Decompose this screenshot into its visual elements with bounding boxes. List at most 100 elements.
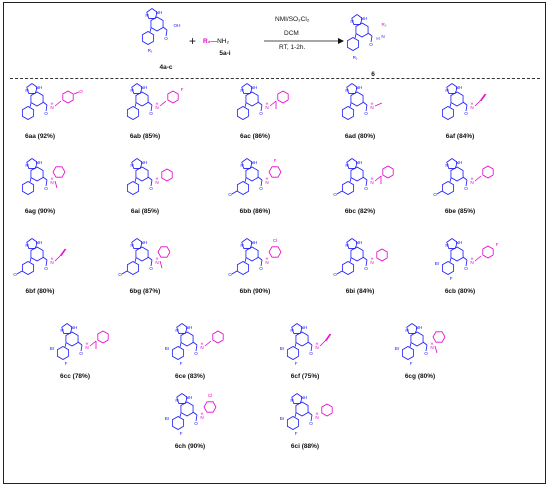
carbonyl-o-label: O [464,111,468,116]
methoxy-o-label: O [228,192,232,197]
amide-n-label: N [50,180,53,185]
amide-h-label: H [51,257,54,261]
bromo-label: Br [165,346,170,351]
carbonyl-o-label: O [309,351,313,356]
carbonyl-o-label: O [464,266,468,271]
n-label: N [240,243,243,248]
methoxy-o-label: O [433,192,437,197]
benzyl-ch2 [89,340,97,347]
carbonyl-double-bond [150,104,153,112]
n-label: N [345,88,348,93]
pyrimidine-ring [180,401,194,417]
triazole-ring [446,83,458,94]
aryl-ring [441,181,455,195]
product-label-6cc: 6cc (78%) [60,373,90,380]
ethyl-bond [159,260,163,269]
amide-h-label: H [471,257,474,261]
para-halogen-label: Cl [208,393,212,398]
para-halogen-label: F [274,158,277,163]
carbonyl-o-label: O [369,42,373,47]
aryl-ring [236,261,250,275]
product-label-6ci: 6ci (88%) [290,443,320,450]
methoxy-bond [336,270,343,275]
aryl-ring [141,31,155,45]
carbonyl-o-label: O [194,421,198,426]
ethyl-bond [54,180,58,189]
aryl-ring [286,346,300,360]
nh-label: NH [456,85,463,90]
amide-h-label: H [316,412,319,416]
carbonyl-bond [147,176,153,181]
pyrimidine-ring [150,16,164,32]
benzyl-ring [97,330,109,344]
amide-h-label: H [51,102,54,106]
nh-label: NH [251,240,258,245]
amide-h-label: H [156,102,159,106]
triazole-ring [291,393,303,404]
amide-n-label: N [470,260,473,265]
product-label-6be: 6be (85%) [444,208,476,215]
reaction-arrow [264,38,344,44]
carbonyl-o-label: O [309,421,313,426]
carbonyl-double-bond [465,259,468,267]
amide-n-label: N [155,260,158,265]
pyrimidine-ring [245,91,259,107]
methoxy-o-label: O [333,192,337,197]
n-label: N [175,398,178,403]
product-label-6ch: 6ch (90%) [174,443,206,450]
pyrimidine-ring [30,246,44,262]
product-label-6bc: 6bc (82%) [344,208,376,215]
benzyl-ring [167,90,179,104]
aniline-ring [268,246,282,258]
benzyl-ch2 [474,175,482,182]
benzyl-ch2 [54,100,62,107]
aryl-bond [244,177,247,183]
amide-h-label: H [86,342,89,346]
carbonyl-o-label: O [44,111,48,116]
ethyl-bond [434,345,438,354]
triazole-ring [346,158,358,169]
product-label-6cf: 6cf (75%) [290,373,320,380]
n-label: N [130,88,133,93]
product-label-6ad: 6ad (80%) [344,133,376,140]
carbonyl-double-bond [465,179,468,187]
carbonyl-bond [257,256,263,261]
aryl-ring [441,106,455,120]
nh-label: NH [356,240,363,245]
amide-n-label: N [470,105,473,110]
benzyl-ch2 [204,340,212,347]
pyrimidine-ring [30,91,44,107]
aryl-bond [449,177,452,183]
carbonyl-bond [362,176,368,181]
carbonyl-double-bond [195,344,198,352]
bromo-label: Br [395,346,400,351]
aryl-ring [171,346,185,360]
arrow-head [338,38,344,44]
nh-label: NH [71,325,78,330]
aryl-bond [64,342,67,348]
triazole-ring [26,238,38,249]
benzyl-ring [277,90,289,104]
amide-n-label: N [155,105,158,110]
alkyne-bond [324,333,331,342]
nh-label: NH [186,395,193,400]
nh-label: NH [186,325,193,330]
aryl-bond [29,102,32,108]
aryl-bond [134,257,137,263]
methoxy-o-label: O [79,89,83,94]
aryl-ring [286,416,300,430]
fluoro-label: F [65,361,68,366]
carbonyl-bond [422,341,428,346]
n-label: N [175,328,178,333]
bromo-label: Br [280,416,285,421]
carbonyl-double-bond [365,259,368,267]
nh-label: NH [251,160,258,165]
triazole-ring [346,238,358,249]
